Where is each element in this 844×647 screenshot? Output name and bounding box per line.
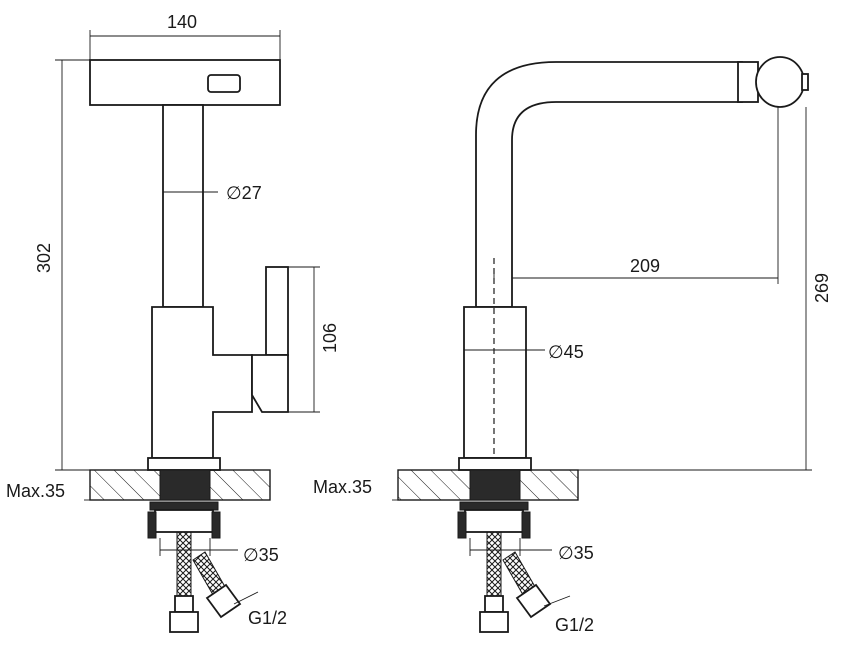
- left-spout-diameter-label: ∅27: [226, 183, 262, 203]
- left-washer: [149, 501, 219, 511]
- right-mounting-nut: [464, 509, 524, 533]
- right-deck-label: Max.35: [313, 477, 372, 497]
- right-spout: [475, 61, 743, 308]
- right-hose-nut: [479, 611, 509, 633]
- left-hose-nut: [169, 611, 199, 633]
- right-thread-leader: [543, 595, 571, 607]
- right-shank-diameter-label: ∅35: [558, 543, 594, 563]
- left-shank-diameter-label: ∅35: [243, 545, 279, 565]
- right-spout-head: [755, 56, 805, 108]
- left-hose-straight: [176, 531, 192, 597]
- right-spout-tip: [801, 73, 809, 91]
- right-view: 209 269 ∅45 Max.35 ∅35 G1/2: [313, 56, 832, 635]
- left-mounting-nut: [154, 509, 214, 533]
- left-top-housing: [89, 59, 281, 106]
- left-nut-bolt-r: [211, 511, 221, 539]
- left-lever-height-label: 106: [320, 323, 340, 353]
- left-thread-label: G1/2: [248, 608, 287, 628]
- left-width-label: 140: [167, 12, 197, 32]
- right-spout-collar: [737, 61, 759, 103]
- right-reach-label: 209: [630, 256, 660, 276]
- left-spout-tube: [162, 104, 204, 308]
- left-nut-bolt-l: [147, 511, 157, 539]
- right-thread-label: G1/2: [555, 615, 594, 635]
- right-washer: [459, 501, 529, 511]
- right-shank-in-deck: [469, 469, 521, 501]
- left-body: [151, 306, 253, 459]
- left-lever-handle: [265, 266, 289, 356]
- right-hose-straight: [486, 531, 502, 597]
- left-angled-nut: [205, 583, 242, 619]
- right-hose-ferrule: [484, 595, 504, 613]
- left-sensor-window: [207, 74, 241, 93]
- right-nut-bolt-r: [521, 511, 531, 539]
- right-height-label: 269: [812, 273, 832, 303]
- left-view: 140 302 ∅27 106 Max.35 ∅35 G1/2: [6, 12, 340, 633]
- right-body-diameter-label: ∅45: [548, 342, 584, 362]
- right-base-ring: [458, 457, 532, 471]
- left-lever-base: [251, 354, 289, 413]
- left-hose-ferrule: [174, 595, 194, 613]
- right-nut-bolt-l: [457, 511, 467, 539]
- left-height-label: 302: [34, 243, 54, 273]
- left-deck-label: Max.35: [6, 481, 65, 501]
- right-body: [463, 306, 527, 459]
- left-base-ring: [147, 457, 221, 471]
- left-shank-in-deck: [159, 469, 211, 501]
- left-thread-leader: [233, 591, 259, 605]
